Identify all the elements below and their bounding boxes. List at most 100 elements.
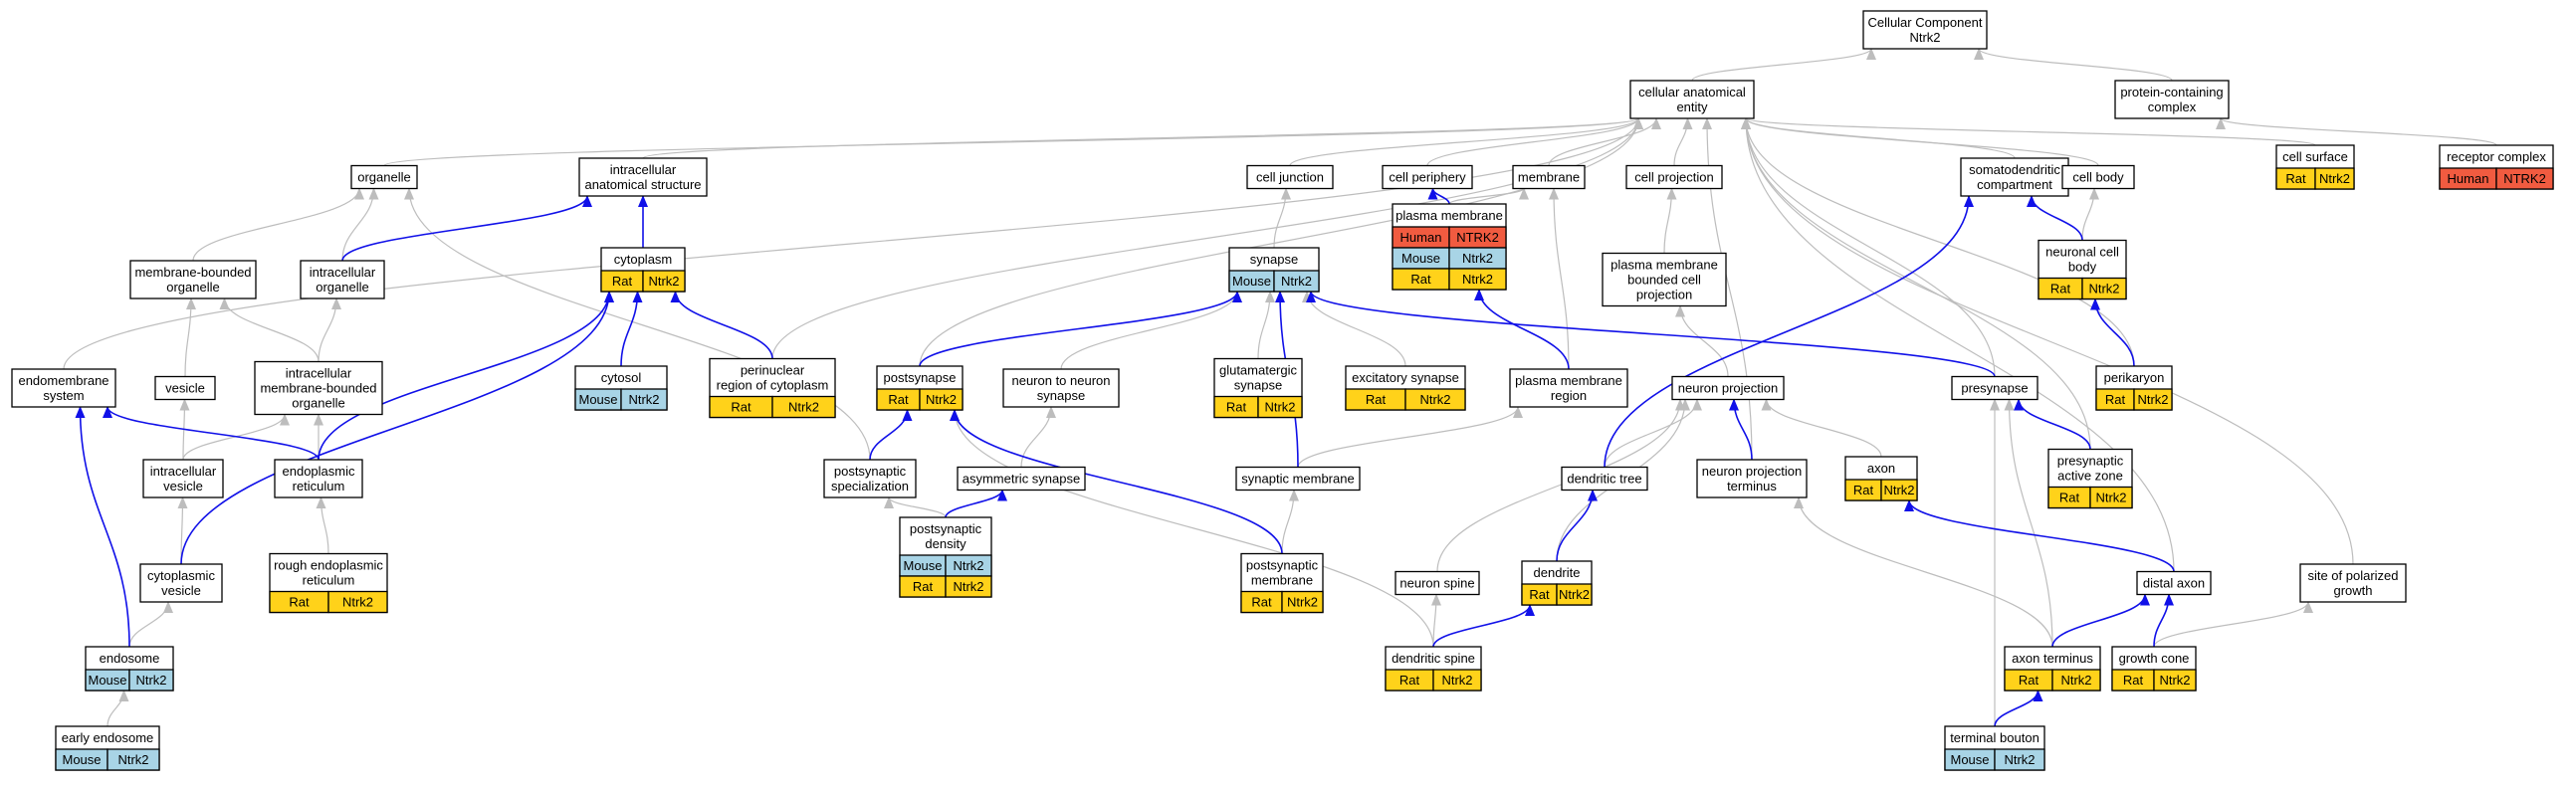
species-label: Rat (2059, 491, 2080, 505)
node-label: perikaryon (2104, 370, 2165, 385)
edge-postsyn-to-cae (919, 117, 1643, 367)
node-nproj[interactable]: neuron projection (1671, 375, 1785, 401)
node-label: excitatory synapse (1352, 370, 1459, 385)
edge-cproj-to-cae (1673, 117, 1693, 166)
edge-cae-to-root (1691, 48, 1876, 82)
node-label: presynaptic (2057, 454, 2124, 469)
species-label: Rat (1251, 595, 1272, 610)
node-label: dendritic tree (1567, 472, 1641, 487)
edge-dspine-to-dendrite (1432, 604, 1535, 648)
gene-cell (1257, 395, 1303, 419)
edge-ncb-to-somato (2027, 195, 2083, 241)
gene-label: Ntrk2 (1462, 251, 1493, 266)
node-daxon[interactable]: distal axon (2136, 570, 2212, 596)
edge-pss-to-postsyn (869, 409, 913, 461)
node-presyn[interactable]: presynapse (1951, 375, 2039, 401)
node-synm[interactable]: synaptic membrane (1235, 466, 1361, 492)
gene-label: Ntrk2 (953, 579, 983, 594)
node-cj[interactable]: cell junction (1246, 164, 1334, 190)
gene-label: Ntrk2 (926, 392, 957, 407)
node-label: synaptic membrane (1241, 472, 1354, 487)
edge-gcone-to-spg (2153, 601, 2313, 648)
gene-label: Ntrk2 (1441, 673, 1472, 688)
node-cproj[interactable]: cell projection (1625, 164, 1723, 190)
node-vesicle[interactable]: vesicle (154, 375, 216, 401)
node-box (154, 375, 216, 401)
node-cbody[interactable]: cell body (2061, 164, 2135, 190)
node-label: receptor complex (2447, 149, 2546, 164)
species-label: Human (2448, 171, 2489, 186)
node-cperiph[interactable]: cell periphery (1382, 164, 1473, 190)
node-box (1696, 459, 1808, 498)
species-label: Rat (1410, 272, 1431, 287)
node-label: growth (2333, 583, 2372, 598)
node-dtree[interactable]: dendritic tree (1561, 466, 1648, 492)
node-box (1561, 466, 1648, 492)
species-label: Rat (2123, 673, 2144, 688)
node-label: region of cytoplasm (717, 378, 829, 393)
edge-organelle-to-cae (383, 117, 1643, 167)
species-label: Mouse (1950, 752, 1989, 767)
node-box (11, 368, 116, 408)
node-label: complex (2148, 99, 2197, 114)
edge-spg-to-cae (1741, 117, 2354, 565)
node-organelle[interactable]: organelle (350, 164, 418, 190)
node-membrane[interactable]: membrane (1512, 164, 1586, 190)
edge-perikaryon-to-ncb (2090, 297, 2135, 367)
gene-label: Ntrk2 (2319, 171, 2350, 186)
node-label: endosome (100, 651, 160, 666)
node-label: projection (1636, 288, 1692, 302)
gene-label: Ntrk2 (117, 752, 148, 767)
node-label: compartment (1977, 177, 2052, 192)
node-asym[interactable]: asymmetric synapse (957, 466, 1086, 492)
edge-daxon-to-axon (1904, 499, 2175, 572)
gene-label: Ntrk2 (2004, 752, 2035, 767)
edge-imbo-to-mbo (219, 297, 320, 362)
node-nspine[interactable]: neuron spine (1395, 570, 1480, 596)
node-label: dendritic spine (1392, 651, 1475, 666)
edge-perikaryon-to-cae (1741, 117, 2135, 367)
